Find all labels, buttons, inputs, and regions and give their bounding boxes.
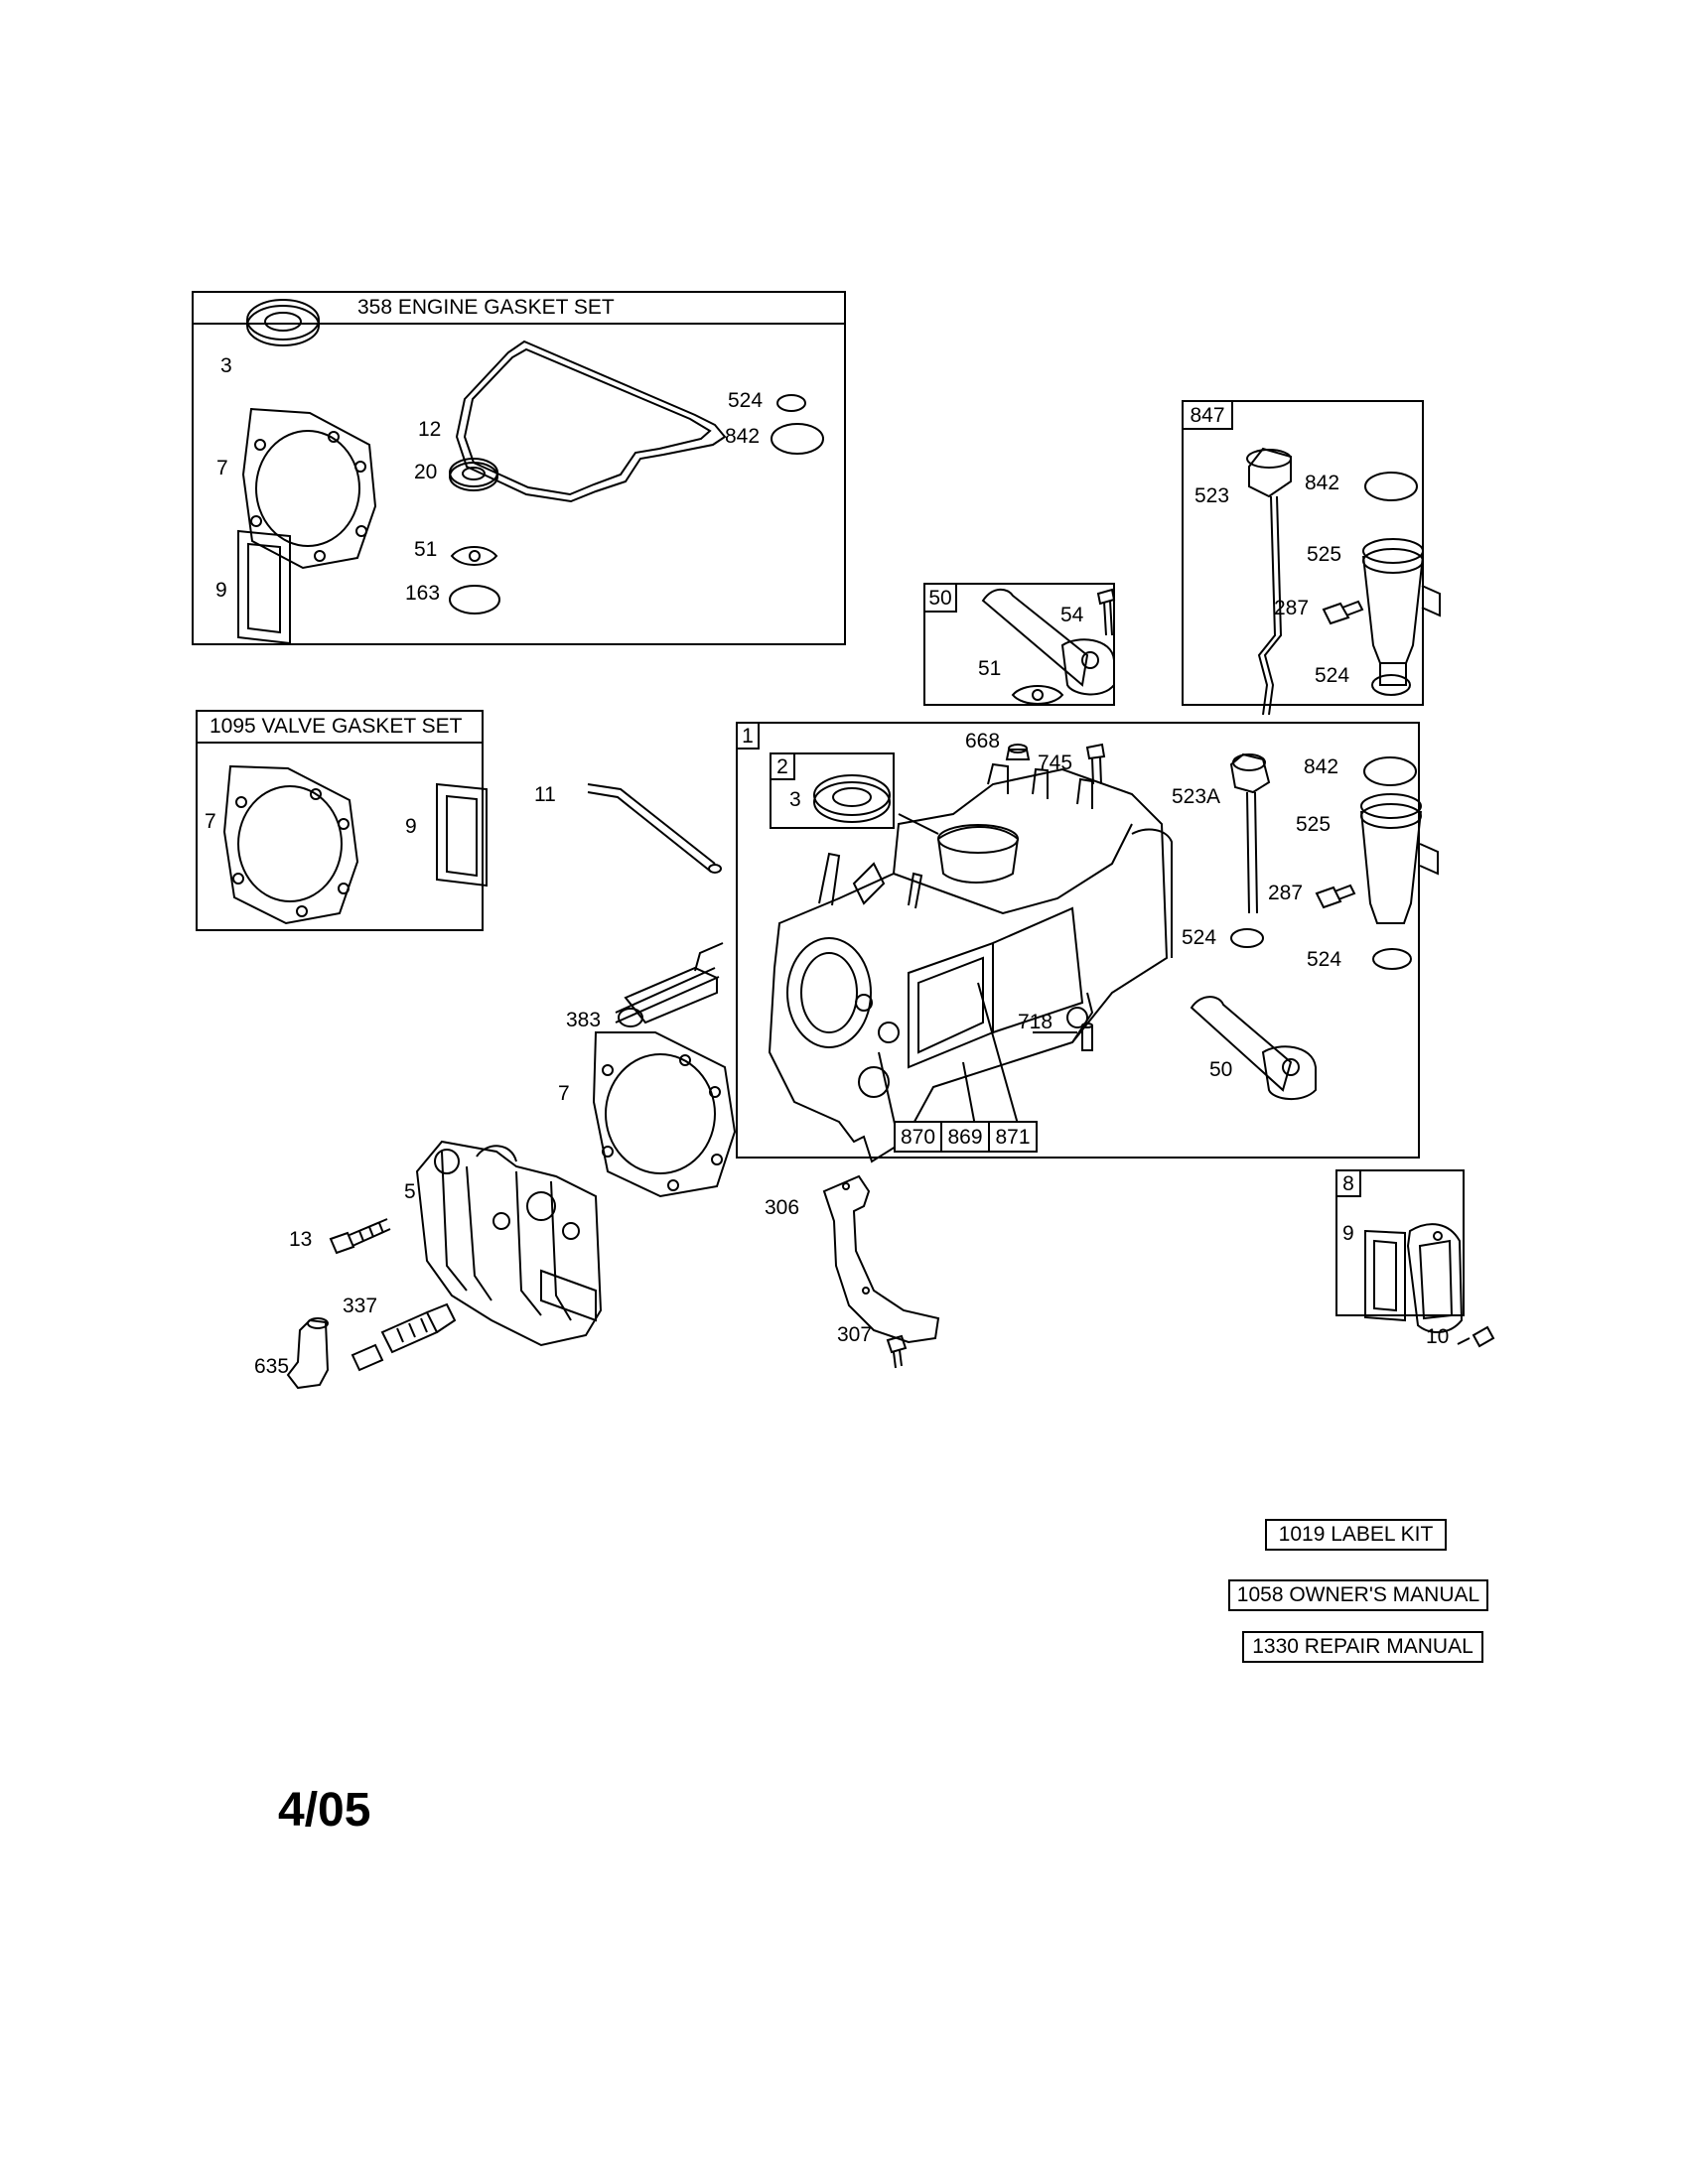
lower-head-gasket-drawing — [592, 1031, 737, 1198]
label-3-oil-seal[interactable]: 3 — [220, 354, 232, 377]
label-523-dipstick[interactable]: 523 — [1194, 484, 1230, 507]
label-668-nut[interactable]: 668 — [965, 730, 1001, 752]
oil-seal-group-box — [770, 752, 895, 829]
label-287-block-screw[interactable]: 287 — [1268, 882, 1304, 904]
label-524-block-o-ring-a[interactable]: 524 — [1182, 926, 1217, 949]
label-54-bolt[interactable]: 54 — [1060, 604, 1084, 626]
label-kit-box[interactable]: 1019 LABEL KIT — [1265, 1519, 1447, 1551]
spark-plug-drawing — [351, 1302, 457, 1372]
label-7-head-gasket[interactable]: 7 — [216, 457, 228, 479]
block-oil-seal-drawing — [813, 774, 891, 823]
label-11-push-rod[interactable]: 11 — [534, 783, 556, 806]
label-9-cover-gasket[interactable]: 9 — [215, 579, 227, 602]
label-842-dipstick-o-ring[interactable]: 842 — [1305, 472, 1340, 494]
group-871-tag[interactable]: 871 — [988, 1121, 1038, 1153]
block-o-ring-524a-drawing — [1230, 928, 1264, 948]
small-gasket-drawing — [450, 546, 498, 566]
repair-manual-box[interactable]: 1330 REPAIR MANUAL — [1242, 1631, 1483, 1663]
label-306-heat-shield[interactable]: 306 — [765, 1196, 800, 1219]
label-525-block-dipstick-tube[interactable]: 525 — [1296, 813, 1332, 836]
cylinder-head-gasket-drawing — [241, 407, 377, 570]
group-50-tag[interactable]: 50 — [923, 583, 957, 613]
group-870-tag[interactable]: 870 — [894, 1121, 942, 1153]
group-2-tag[interactable]: 2 — [770, 752, 795, 780]
revision-date: 4/05 — [278, 1784, 371, 1837]
screw-10-drawing — [1457, 1325, 1495, 1348]
label-10-screw[interactable]: 10 — [1426, 1325, 1450, 1348]
dipstick-assembly-box — [1182, 400, 1424, 706]
label-51-breather-gasket[interactable]: 51 — [978, 657, 1002, 680]
screw-287-drawing — [1322, 600, 1364, 625]
o-ring-524-drawing — [776, 394, 806, 412]
group-1-tag[interactable]: 1 — [736, 722, 760, 750]
bolt-745-drawing — [1085, 743, 1106, 785]
label-523a-dipstick[interactable]: 523A — [1172, 785, 1221, 808]
rocker-shaft-drawing — [615, 942, 724, 1027]
group-847-tag[interactable]: 847 — [1182, 400, 1233, 430]
valve-set-cover-gasket-drawing — [436, 782, 488, 887]
label-20-washer[interactable]: 20 — [414, 461, 438, 483]
o-ring-842-drawing — [771, 423, 824, 455]
label-635-spark-plug-boot[interactable]: 635 — [254, 1355, 290, 1378]
block-dipstick-tube-drawing — [1360, 793, 1439, 924]
screw-307-drawing — [886, 1334, 908, 1369]
label-842-o-ring[interactable]: 842 — [725, 425, 761, 448]
block-screw-287-drawing — [1315, 884, 1356, 909]
block-o-ring-842-drawing — [1363, 756, 1417, 786]
label-383-rocker-shaft[interactable]: 383 — [566, 1009, 602, 1031]
rocker-cover-gasket-drawing — [1364, 1229, 1406, 1322]
group-869-tag[interactable]: 869 — [940, 1121, 990, 1153]
breather-assembly-box — [923, 583, 1115, 706]
group-8-tag[interactable]: 8 — [1335, 1169, 1361, 1197]
label-9-valve-cover-gasket[interactable]: 9 — [405, 815, 417, 838]
label-5-cylinder-head[interactable]: 5 — [404, 1180, 416, 1203]
engine-gasket-set-box — [192, 291, 846, 645]
label-718-dowel-pin[interactable]: 718 — [1018, 1011, 1053, 1033]
label-524-o-ring[interactable]: 524 — [728, 389, 764, 412]
label-287-screw[interactable]: 287 — [1274, 597, 1310, 619]
spark-plug-boot-drawing — [286, 1317, 330, 1390]
cylinder-block-assembly-box — [736, 722, 1420, 1159]
dowel-pin-drawing — [1081, 1023, 1093, 1051]
valve-set-head-gasket-drawing — [222, 764, 359, 925]
label-7-lower-head-gasket[interactable]: 7 — [558, 1082, 570, 1105]
label-525-dipstick-tube[interactable]: 525 — [1307, 543, 1342, 566]
nut-668-drawing — [1005, 744, 1031, 760]
block-breather-drawing — [1190, 996, 1317, 1100]
cylinder-block-drawing — [768, 762, 1173, 1163]
breather-gasket-drawing — [1011, 685, 1064, 705]
label-745-bolt[interactable]: 745 — [1038, 751, 1073, 774]
label-12-crankcase-gasket[interactable]: 12 — [418, 418, 442, 441]
dipstick-o-ring-drawing — [1364, 472, 1418, 501]
push-rod-drawing — [587, 783, 722, 874]
label-524-tube-o-ring[interactable]: 524 — [1315, 664, 1350, 687]
owners-manual-box[interactable]: 1058 OWNER'S MANUAL — [1228, 1579, 1488, 1611]
rocker-cover-group-box — [1335, 1169, 1465, 1316]
valve-gasket-set-title-box — [196, 710, 484, 744]
label-524-block-o-ring-b[interactable]: 524 — [1307, 948, 1342, 971]
label-13-head-bolt[interactable]: 13 — [289, 1228, 313, 1251]
tube-o-ring-drawing — [1371, 674, 1411, 696]
cylinder-head-drawing — [415, 1140, 603, 1347]
heat-shield-drawing — [822, 1174, 940, 1344]
engine-gasket-set-title[interactable]: 358 ENGINE GASKET SET — [357, 296, 615, 319]
label-337-spark-plug[interactable]: 337 — [343, 1295, 378, 1317]
label-163-gasket[interactable]: 163 — [405, 582, 441, 605]
label-7-valve-head-gasket[interactable]: 7 — [205, 810, 216, 833]
label-51-gasket[interactable]: 51 — [414, 538, 438, 561]
label-842-block-o-ring[interactable]: 842 — [1304, 755, 1339, 778]
block-o-ring-524b-drawing — [1372, 948, 1412, 970]
label-307-screw[interactable]: 307 — [837, 1323, 873, 1346]
washer-drawing — [449, 458, 498, 491]
label-9-rocker-cover-gasket[interactable]: 9 — [1342, 1222, 1354, 1245]
label-3-block-oil-seal[interactable]: 3 — [789, 788, 801, 811]
head-bolt-drawing — [329, 1218, 391, 1255]
dipstick-drawing — [1246, 447, 1292, 716]
label-50-block-breather[interactable]: 50 — [1209, 1058, 1233, 1081]
valve-gasket-set-title[interactable]: 1095 VALVE GASKET SET — [210, 715, 463, 738]
block-dipstick-drawing — [1229, 752, 1271, 914]
engine-gasket-set-title-box — [192, 291, 846, 325]
gasket-163-drawing — [449, 585, 500, 614]
